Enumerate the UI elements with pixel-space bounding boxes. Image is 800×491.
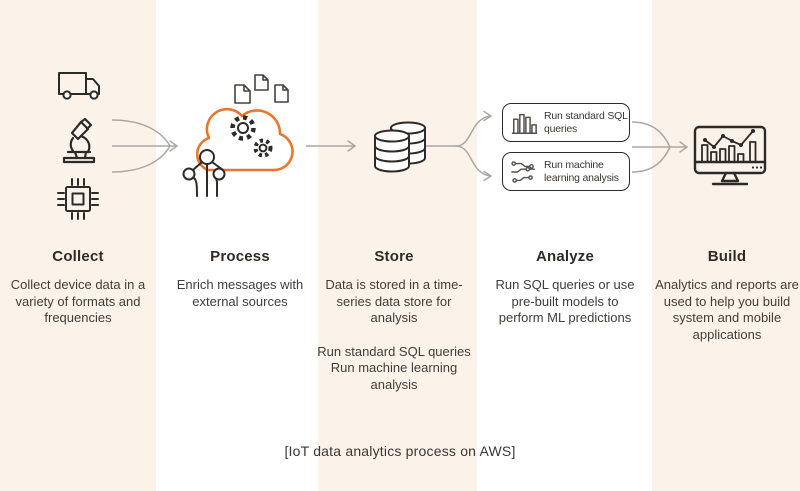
merge-arrow-analyze-build [632, 121, 689, 173]
analyze-option-ml: Run machine learning analysis [502, 152, 630, 191]
split-arrow-store-analyze [426, 110, 493, 182]
stage-title-analyze: Analyze [535, 248, 595, 265]
column-stripe-collect [0, 0, 156, 491]
merge-arrow-collect-process [112, 119, 179, 173]
microscope-icon [62, 118, 96, 164]
gears-icon [230, 115, 273, 158]
flow-arrow-process-store [306, 140, 357, 152]
machine-learning-icon [511, 160, 535, 183]
documents-icon [234, 74, 289, 104]
cloud-process-icon [182, 74, 294, 197]
analyze-option-sql-label: Run standard SQL queries [544, 110, 628, 135]
stage-title-build: Build [707, 248, 747, 265]
column-stripe-build [652, 0, 800, 491]
stage-title-process: Process [210, 248, 270, 265]
column-stripe-process [156, 0, 318, 491]
analyze-option-ml-label: Run machine learning analysis [544, 159, 619, 184]
bar-chart-icon [511, 113, 538, 134]
stage-desc-collect: Collect device data in a variety of form… [10, 277, 146, 325]
stage-store: Store Data is stored in a time- series d… [312, 248, 476, 393]
column-stripe-store [318, 0, 477, 491]
stage-title-collect: Collect [52, 248, 104, 265]
column-stripe-analyze [477, 0, 652, 491]
stage-process: Process Enrich messages with external so… [158, 248, 322, 310]
stage-collect: Collect Collect device data in a variety… [0, 248, 160, 327]
stage-desc-analyze: Run SQL queries or use pre-built models … [495, 277, 635, 325]
stage-desc-store-2: Run standard SQL queries Run machine lea… [317, 343, 471, 392]
truck-icon [58, 72, 100, 100]
stage-build: Build Analytics and reports are used to … [645, 248, 800, 343]
stage-title-store: Store [374, 248, 414, 265]
stage-analyze: Analyze Run SQL queries or use pre-built… [483, 248, 647, 327]
database-icon [374, 121, 426, 173]
stage-desc-store: Data is stored in a time- series data st… [325, 277, 463, 325]
stage-desc-process: Enrich messages with external sources [176, 277, 304, 309]
chip-icon [57, 178, 99, 220]
analyze-option-sql: Run standard SQL queries [502, 103, 630, 142]
stage-desc-build: Analytics and reports are used to help y… [655, 277, 799, 342]
iot-node-icon [182, 149, 226, 197]
diagram-caption: [IoT data analytics process on AWS] [284, 443, 516, 459]
monitor-chart-icon [693, 125, 767, 186]
